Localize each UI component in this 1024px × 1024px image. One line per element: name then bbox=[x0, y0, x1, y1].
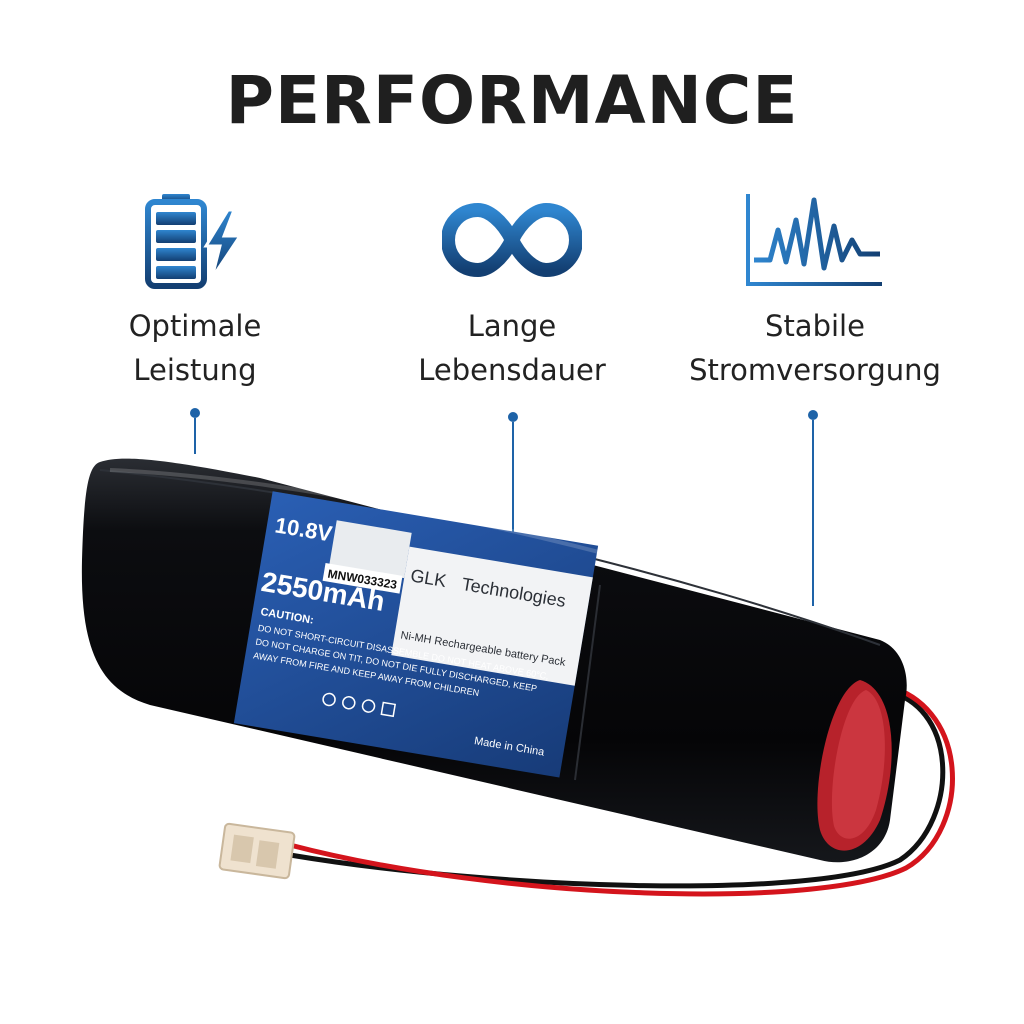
feature-label: Stabile Stromversorgung bbox=[689, 309, 941, 387]
feature-lifespan: Lange Lebensdauer bbox=[362, 190, 662, 392]
feature-label: Lange Lebensdauer bbox=[418, 309, 606, 387]
callout-line-2 bbox=[508, 412, 518, 532]
feature-stable-power: Stabile Stromversorgung bbox=[665, 190, 965, 392]
feature-performance: Optimale Leistung bbox=[45, 190, 345, 392]
infinity-icon bbox=[442, 202, 582, 278]
callout-line-3 bbox=[808, 410, 818, 606]
page-title: PERFORMANCE bbox=[225, 62, 799, 139]
waveform-chart-icon bbox=[746, 194, 882, 286]
battery-charging-icon bbox=[145, 194, 243, 289]
feature-label: Optimale Leistung bbox=[128, 309, 262, 387]
callout-line-1 bbox=[190, 408, 200, 454]
certification-marks-icon bbox=[322, 692, 397, 718]
connector-plug bbox=[218, 822, 296, 880]
